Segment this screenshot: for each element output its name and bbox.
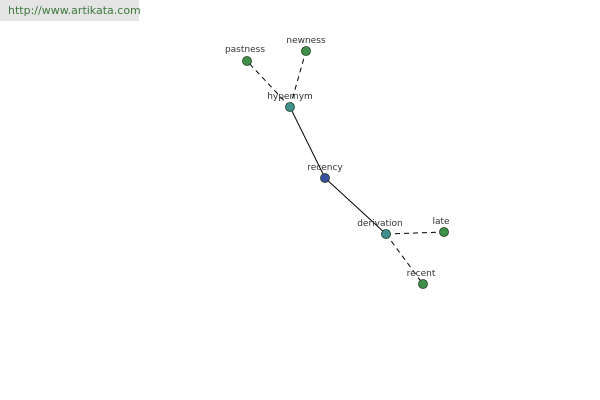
edge-hypernym-newness — [289, 50, 307, 108]
site-url-link[interactable]: http://www.artikata.com — [8, 4, 141, 17]
node-label-recent[interactable]: recent — [407, 269, 436, 279]
node-label-pastness[interactable]: pastness — [225, 45, 265, 55]
node-label-derivation[interactable]: derivation — [357, 219, 403, 229]
edge-recency-hypernym — [289, 106, 326, 179]
node-newness[interactable] — [301, 46, 311, 56]
edge-recency-derivation — [324, 177, 387, 235]
node-pastness[interactable] — [242, 56, 252, 66]
node-label-late[interactable]: late — [432, 217, 450, 227]
node-recent[interactable] — [418, 279, 428, 289]
node-recency[interactable] — [320, 173, 330, 183]
edge-derivation-recent — [385, 233, 424, 285]
node-label-newness[interactable]: newness — [286, 36, 326, 46]
node-hypernym[interactable] — [285, 102, 295, 112]
url-banner[interactable]: http://www.artikata.com — [0, 0, 141, 21]
node-label-recency[interactable]: recency — [307, 163, 343, 173]
node-derivation[interactable] — [381, 229, 391, 239]
edge-derivation-late — [385, 231, 445, 235]
node-label-hypernym[interactable]: hypernym — [267, 92, 313, 102]
edge-hypernym-pastness — [246, 60, 291, 108]
node-late[interactable] — [439, 227, 449, 237]
